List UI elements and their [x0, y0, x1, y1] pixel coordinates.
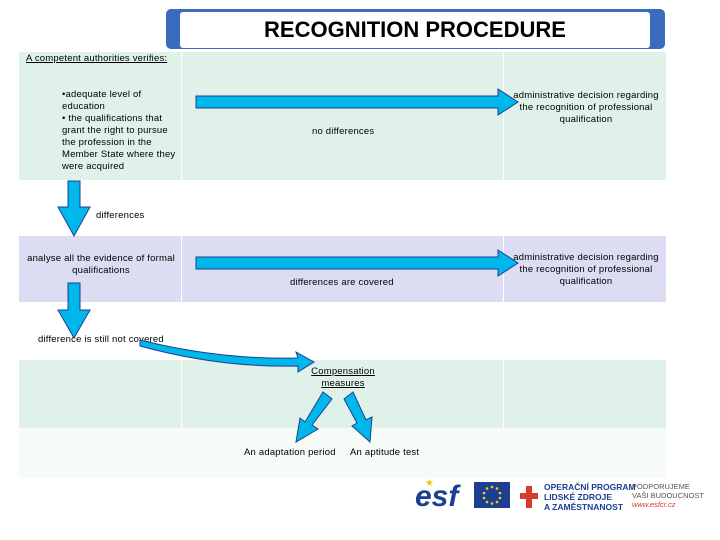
diagonal-arrow-right [343, 391, 373, 444]
column-divider [503, 52, 504, 180]
aptitude-test-label: An aptitude test [350, 447, 420, 458]
slogan-text: PODPORUJEME VAŠI BUDOUCNOST www.esfcr.cz [632, 482, 704, 509]
row-compensation [19, 360, 666, 428]
diagonal-arrow-left [295, 391, 333, 443]
page-title: RECOGNITION PROCEDURE [180, 12, 650, 48]
row1-heading: A competent authorities verifies: [26, 53, 168, 64]
right-arrow [195, 88, 519, 116]
column-divider [181, 52, 182, 180]
curved-arrow [139, 339, 315, 373]
down-arrow [57, 282, 91, 340]
row2-arrow-label: differences are covered [290, 277, 394, 288]
right-arrow [195, 249, 519, 277]
esf-logo: esf ★ [415, 478, 459, 513]
row1-arrow-label: no differences [312, 126, 375, 137]
not-covered-label: difference is still not covered [38, 334, 164, 345]
row-options [19, 428, 666, 478]
column-divider [503, 360, 504, 428]
differences-label: differences [96, 210, 145, 221]
adaptation-period-label: An adaptation period [244, 447, 336, 458]
row1-bullet-2: • the qualifications that grant the righ… [62, 113, 176, 172]
row-verification [19, 52, 666, 180]
column-divider [181, 360, 182, 428]
compensation-measures-label: Compensation measures [311, 366, 375, 389]
row2-result: administrative decision regarding the re… [513, 252, 659, 287]
op-logo-icon [520, 484, 538, 510]
row2-left: analyse all the evidence of formal quali… [27, 253, 175, 276]
row1-result: administrative decision regarding the re… [513, 90, 659, 125]
eu-flag-icon [474, 482, 510, 508]
row1-bullet-1: •adequate level of education [62, 89, 142, 112]
column-divider [181, 236, 182, 302]
down-arrow [57, 180, 91, 238]
op-text: OPERAČNÍ PROGRAM LIDSKÉ ZDROJE A ZAMĚSTN… [544, 482, 636, 512]
